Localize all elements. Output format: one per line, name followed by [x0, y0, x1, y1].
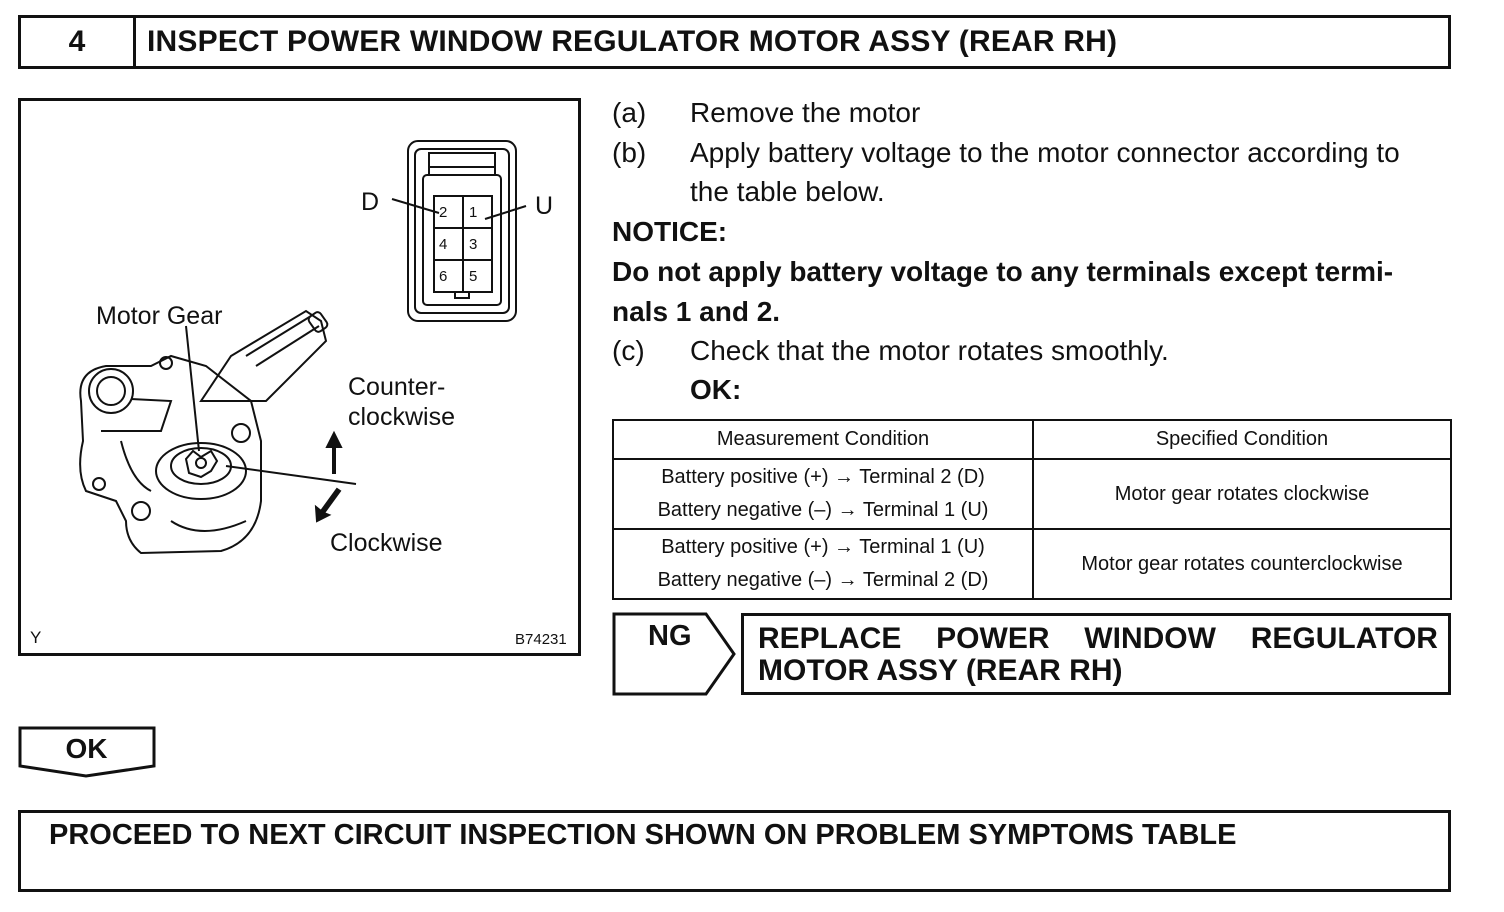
pin-1: 1 — [469, 204, 478, 221]
table-row: Battery positive (+) → Terminal 1 (U) Ba… — [612, 528, 1452, 600]
cond-line: Battery negative (–) → Terminal 2 (D) — [657, 569, 989, 591]
label-u: U — [535, 192, 554, 220]
step-b-text-1: Apply battery voltage to the motor conne… — [690, 137, 1400, 168]
measurement-cell: Battery positive (+) → Terminal 1 (U) Ba… — [612, 528, 1034, 600]
counter-label-2: clockwise — [348, 403, 455, 431]
step-number: 4 — [21, 18, 136, 66]
pin-5: 5 — [469, 268, 478, 285]
motor-drawing — [79, 140, 527, 555]
step-header: 4 INSPECT POWER WINDOW REGULATOR MOTOR A… — [18, 15, 1451, 69]
pin-4: 4 — [439, 236, 448, 253]
ok-label: OK — [65, 733, 108, 764]
motor-gear-label: Motor Gear — [96, 302, 223, 330]
table-row: Battery positive (+) → Terminal 2 (D) Ba… — [612, 458, 1452, 530]
clockwise-label: Clockwise — [330, 529, 443, 557]
step-title: INSPECT POWER WINDOW REGULATOR MOTOR ASS… — [147, 25, 1118, 58]
figure-id: B74231 — [515, 631, 567, 648]
rotation-arrows — [314, 430, 343, 523]
notice-heading: NOTICE: — [612, 216, 728, 247]
ng-arrow-shape — [612, 612, 736, 696]
cond-line: Battery positive (+) → Terminal 1 (U) — [661, 536, 985, 558]
label-d: D — [361, 188, 380, 216]
pin-2: 2 — [439, 204, 448, 221]
cond-line: Battery negative (–) → Terminal 1 (U) — [657, 499, 989, 521]
cond-line: Battery positive (+) → Terminal 2 (D) — [661, 466, 985, 488]
table-header-row: Measurement Condition Specified Conditio… — [612, 419, 1452, 460]
connector-diagram — [391, 140, 527, 322]
replace-line-1: REPLACE POWER WINDOW REGULATOR — [758, 622, 1438, 656]
step-a-text: Remove the motor — [690, 97, 921, 128]
notice-text-2: nals 1 and 2. — [612, 296, 781, 327]
proceed-box: PROCEED TO NEXT CIRCUIT INSPECTION SHOWN… — [18, 810, 1451, 892]
step-b-marker: (b) — [612, 137, 647, 168]
corner-mark: Y — [30, 628, 42, 647]
ok-arrow-shape — [18, 726, 156, 778]
ng-label: NG — [648, 620, 692, 652]
motor-body — [79, 309, 357, 555]
replace-line-2: MOTOR ASSY (REAR RH) — [758, 654, 1123, 687]
step-a-marker: (a) — [612, 97, 647, 128]
replace-word: REPLACE — [758, 622, 902, 655]
measurement-cell: Battery positive (+) → Terminal 2 (D) Ba… — [612, 458, 1034, 530]
pin-3: 3 — [469, 236, 478, 253]
ok-spec-label: OK: — [690, 374, 742, 405]
result-cell: Motor gear rotates clockwise — [1032, 458, 1452, 530]
step-c-marker: (c) — [612, 335, 645, 366]
counter-label-1: Counter- — [348, 373, 446, 401]
result-cell: Motor gear rotates counterclockwise — [1032, 528, 1452, 600]
header-specified: Specified Condition — [1032, 419, 1452, 460]
spec-table: Measurement Condition Specified Conditio… — [612, 419, 1452, 600]
proceed-text: PROCEED TO NEXT CIRCUIT INSPECTION SHOWN… — [49, 819, 1237, 851]
step-c-text: Check that the motor rotates smoothly. — [690, 335, 1169, 366]
replace-word: POWER — [936, 622, 1050, 655]
pin-6: 6 — [439, 268, 448, 285]
motor-illustration: D U 2 1 4 3 6 5 Motor Gear Counter- cloc… — [18, 98, 581, 656]
step-b-text-2: the table below. — [690, 176, 885, 207]
replace-word: REGULATOR — [1250, 622, 1438, 655]
header-measurement: Measurement Condition — [612, 419, 1034, 460]
notice-text-1: Do not apply battery voltage to any term… — [612, 256, 1394, 287]
replace-word: WINDOW — [1084, 622, 1216, 655]
replace-box: REPLACE POWER WINDOW REGULATOR MOTOR ASS… — [741, 613, 1451, 695]
